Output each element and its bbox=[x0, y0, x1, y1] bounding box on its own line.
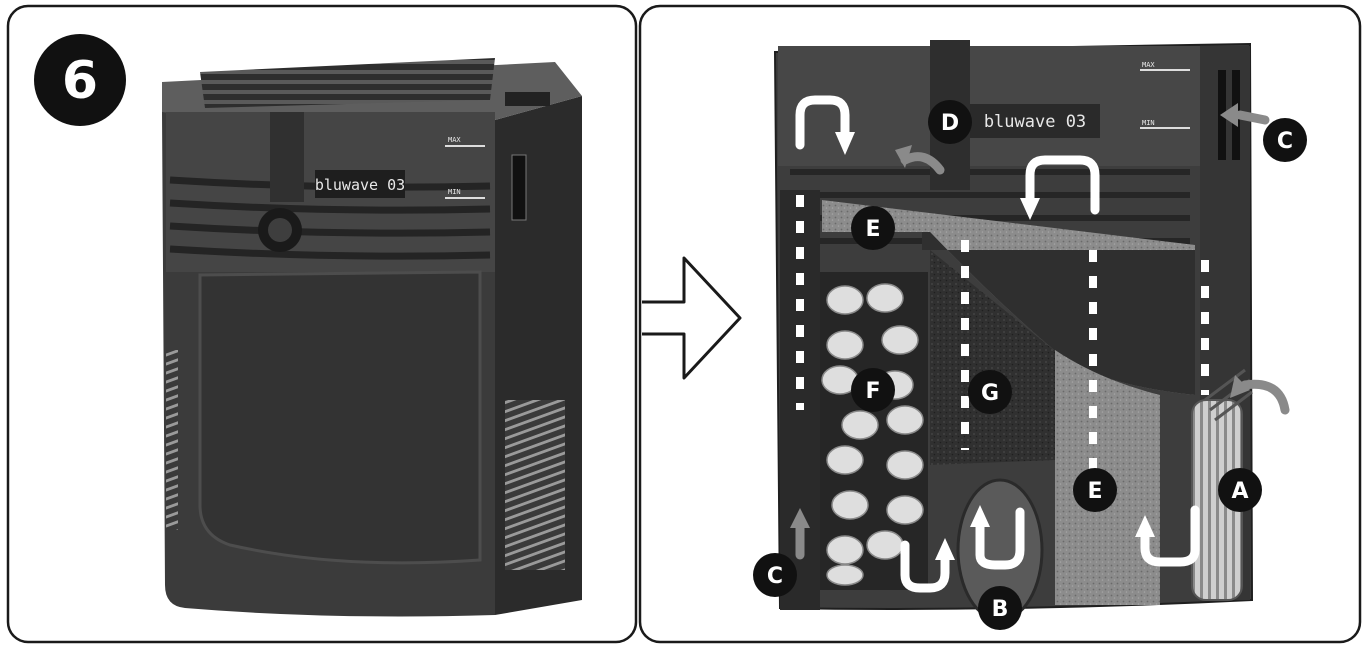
curved-arrow-icon bbox=[900, 540, 950, 593]
label-f: F bbox=[851, 368, 895, 412]
left-max-mark: MAX bbox=[448, 136, 461, 144]
right-min-mark: MIN bbox=[1142, 119, 1155, 127]
label-e-bottom: E bbox=[1073, 468, 1117, 512]
right-brand-label: bluwave 03 bbox=[984, 112, 1086, 132]
right-max-mark: MAX bbox=[1142, 61, 1155, 69]
label-g: G bbox=[968, 370, 1012, 414]
flow-dashes bbox=[796, 195, 1209, 470]
label-a: A bbox=[1218, 468, 1262, 512]
label-b: B bbox=[978, 586, 1022, 630]
svg-text:B: B bbox=[992, 597, 1009, 622]
svg-text:C: C bbox=[1277, 129, 1293, 154]
top-vents bbox=[200, 58, 495, 108]
svg-text:F: F bbox=[865, 379, 880, 404]
flow-arrowheads bbox=[835, 132, 1155, 560]
svg-text:E: E bbox=[1087, 479, 1102, 504]
inflow-arrows bbox=[795, 110, 1290, 560]
label-d: D bbox=[928, 100, 972, 144]
label-c-bottom: C bbox=[753, 553, 797, 597]
label-c-top: C bbox=[1263, 118, 1307, 162]
svg-text:E: E bbox=[865, 217, 880, 242]
curved-arrow-icon bbox=[1140, 505, 1200, 567]
svg-text:G: G bbox=[981, 381, 999, 406]
side-vents bbox=[505, 400, 565, 570]
svg-text:D: D bbox=[941, 111, 959, 136]
left-panel-frame bbox=[6, 4, 638, 644]
right-panel-frame bbox=[638, 4, 1362, 644]
curved-arrow-icon bbox=[1025, 155, 1100, 215]
flow-arrows bbox=[795, 95, 1200, 593]
curved-arrow-icon bbox=[975, 507, 1025, 570]
inflow-arrowheads bbox=[790, 103, 1250, 528]
component-labels: D C E F G E A C B bbox=[753, 100, 1307, 630]
svg-text:A: A bbox=[1231, 479, 1248, 504]
svg-text:C: C bbox=[767, 564, 783, 589]
step-badge: 6 bbox=[34, 34, 126, 126]
assembled-filter: bluwave 03 MAX MIN bbox=[162, 58, 582, 617]
label-e-top: E bbox=[851, 206, 895, 250]
ceramic-rings bbox=[821, 283, 924, 586]
step-number: 6 bbox=[62, 51, 98, 111]
left-brand-label: bluwave 03 bbox=[315, 176, 405, 194]
curved-arrow-icon bbox=[795, 95, 850, 150]
right-hollow-arrow-icon bbox=[642, 256, 742, 380]
left-min-mark: MIN bbox=[448, 188, 461, 196]
